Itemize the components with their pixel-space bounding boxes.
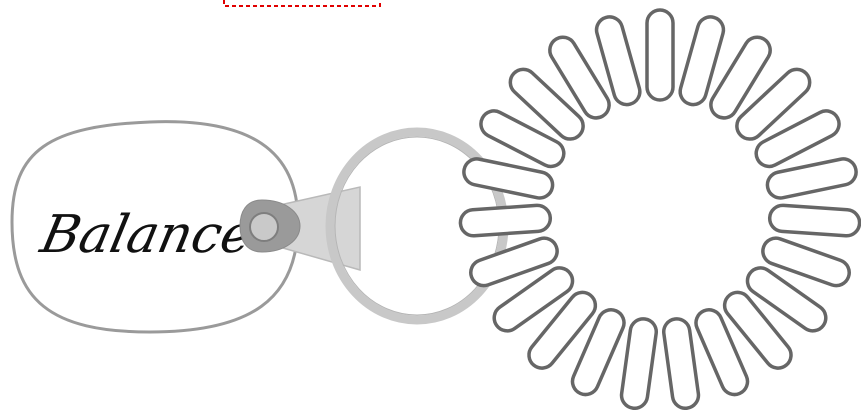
svg-text:Balance: Balance bbox=[35, 205, 259, 265]
coil-loop bbox=[469, 236, 559, 288]
coil-loop bbox=[645, 8, 675, 102]
coil-loop bbox=[527, 290, 598, 370]
coil-loop bbox=[722, 290, 793, 370]
connector-eyelet-hole bbox=[249, 212, 279, 242]
coil-loop bbox=[619, 317, 659, 410]
coil-loop bbox=[694, 308, 750, 397]
coil-loop bbox=[761, 236, 851, 288]
coil-loop bbox=[462, 157, 555, 200]
coil-loop bbox=[594, 15, 642, 107]
coil-loop bbox=[508, 67, 585, 141]
tag-icon: Balance bbox=[10, 120, 300, 334]
coil-loop bbox=[570, 308, 626, 397]
coil-loop bbox=[548, 35, 611, 120]
coil-keychain-icon bbox=[458, 8, 861, 410]
coil-loop bbox=[767, 203, 861, 238]
coil-loop bbox=[765, 157, 858, 200]
coil-loop bbox=[745, 266, 828, 333]
coil-loop bbox=[479, 109, 566, 169]
tag-text: Balance bbox=[35, 205, 259, 265]
coil-loop bbox=[458, 203, 553, 238]
coil-loop bbox=[492, 266, 575, 333]
coil-loop bbox=[709, 35, 772, 120]
coil-loop bbox=[661, 317, 701, 410]
coil-loop bbox=[678, 15, 726, 107]
coil-loop bbox=[754, 109, 841, 169]
tag-body bbox=[10, 120, 300, 334]
coil-loop bbox=[735, 67, 812, 141]
selection-marker bbox=[223, 0, 381, 7]
